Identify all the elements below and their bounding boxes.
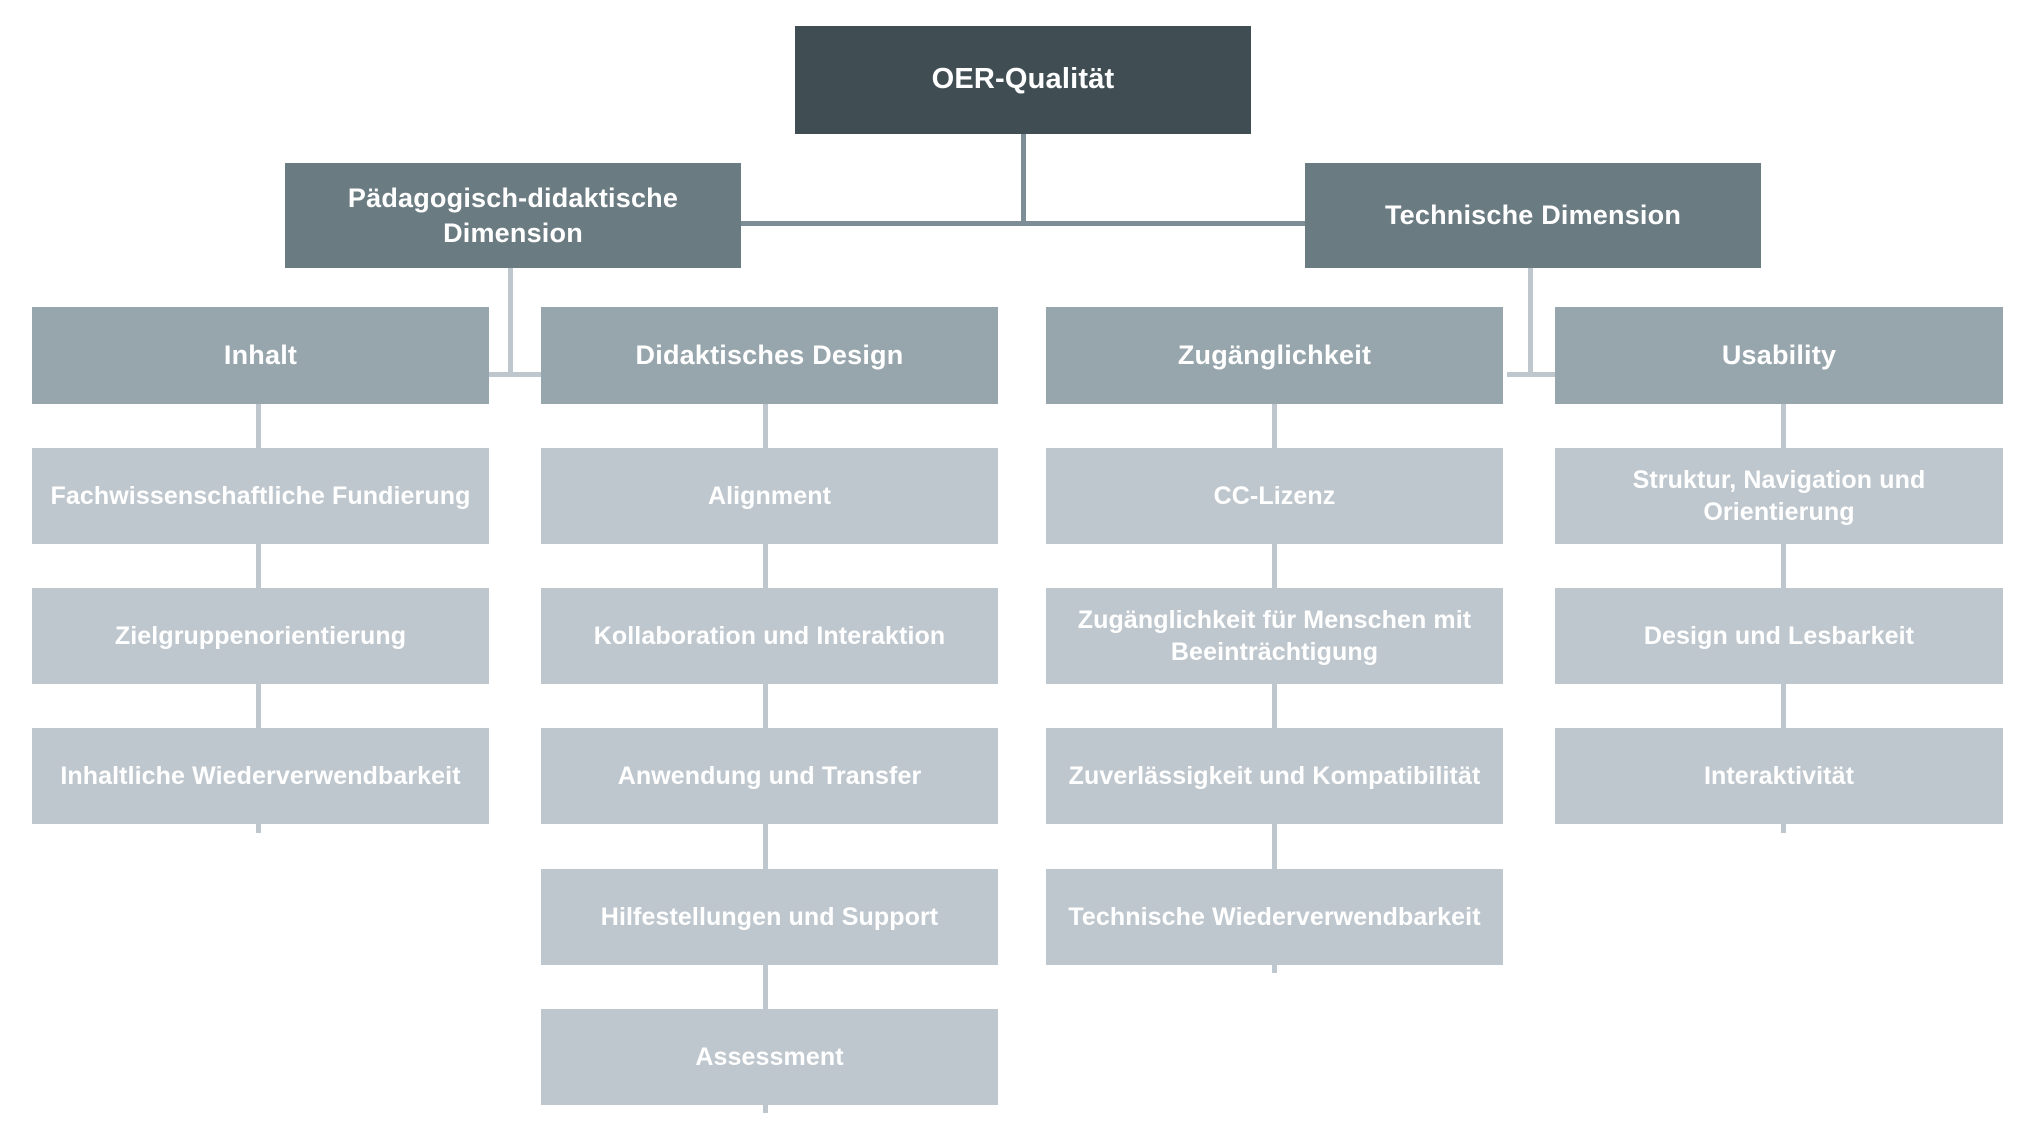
- node-criterion-alignment[interactable]: Alignment: [541, 448, 998, 544]
- connector-col3-spine: [1272, 404, 1277, 973]
- node-label: Anwendung und Transfer: [617, 762, 922, 790]
- node-criterion-inhaltliche-wiederverwendbarkeit[interactable]: Inhaltliche Wiederverwendbarkeit: [32, 728, 489, 824]
- node-label: Technische Dimension: [1384, 200, 1682, 231]
- node-criterion-fachwissenschaftliche-fundierung[interactable]: Fachwissenschaftliche Fundierung: [32, 448, 489, 544]
- node-label: Zielgruppenorientierung: [114, 622, 407, 650]
- node-criterion-interaktivitaet[interactable]: Interaktivität: [1555, 728, 2003, 824]
- node-criterion-cc-lizenz[interactable]: CC-Lizenz: [1046, 448, 1503, 544]
- node-label: Zugänglichkeit für Menschen mit Beeinträ…: [1077, 606, 1472, 666]
- node-dimension-paedagogisch-didaktisch[interactable]: Pädagogisch-didaktische Dimension: [285, 163, 741, 268]
- node-label: OER-Qualität: [931, 63, 1115, 96]
- node-label: Hilfestellungen und Support: [600, 903, 939, 931]
- connector-paed-category-bus: [489, 372, 546, 377]
- connector-tech-category-bus: [1507, 372, 1564, 377]
- node-label: Zuverlässigkeit und Kompatibilität: [1068, 762, 1481, 790]
- node-category-zugaenglichkeit[interactable]: Zugänglichkeit: [1046, 307, 1503, 404]
- node-label: Didaktisches Design: [635, 340, 904, 371]
- node-label: Inhaltliche Wiederverwendbarkeit: [60, 762, 461, 790]
- node-label: Alignment: [707, 482, 832, 510]
- connector-tech-vertical: [1528, 268, 1533, 376]
- node-root-oer-qualitaet[interactable]: OER-Qualität: [795, 26, 1251, 134]
- node-criterion-hilfestellungen-und-support[interactable]: Hilfestellungen und Support: [541, 869, 998, 965]
- node-label: Struktur, Navigation und Orientierung: [1632, 466, 1926, 526]
- node-label: Kollaboration und Interaktion: [593, 622, 946, 650]
- node-criterion-design-und-lesbarkeit[interactable]: Design und Lesbarkeit: [1555, 588, 2003, 684]
- node-category-usability[interactable]: Usability: [1555, 307, 2003, 404]
- node-label: Technische Wiederverwendbarkeit: [1068, 903, 1481, 931]
- node-criterion-zugaenglichkeit-fuer-menschen-mit-beeintraechtigung[interactable]: Zugänglichkeit für Menschen mit Beeinträ…: [1046, 588, 1503, 684]
- node-label: Assessment: [695, 1043, 844, 1071]
- node-label: CC-Lizenz: [1213, 482, 1336, 510]
- node-criterion-zuverlaessigkeit-und-kompatibilitaet[interactable]: Zuverlässigkeit und Kompatibilität: [1046, 728, 1503, 824]
- node-dimension-technisch[interactable]: Technische Dimension: [1305, 163, 1761, 268]
- node-label: Design und Lesbarkeit: [1643, 622, 1915, 650]
- node-category-inhalt[interactable]: Inhalt: [32, 307, 489, 404]
- node-label: Interaktivität: [1703, 762, 1855, 790]
- connector-paed-vertical: [508, 268, 513, 376]
- node-category-didaktisches-design[interactable]: Didaktisches Design: [541, 307, 998, 404]
- node-label: Inhalt: [223, 340, 298, 371]
- node-label: Zugänglichkeit: [1177, 340, 1372, 371]
- node-criterion-anwendung-und-transfer[interactable]: Anwendung und Transfer: [541, 728, 998, 824]
- connector-root-vertical: [1021, 134, 1026, 223]
- node-criterion-struktur-navigation-und-orientierung[interactable]: Struktur, Navigation und Orientierung: [1555, 448, 2003, 544]
- node-label: Usability: [1721, 340, 1837, 371]
- node-criterion-kollaboration-und-interaktion[interactable]: Kollaboration und Interaktion: [541, 588, 998, 684]
- node-criterion-zielgruppenorientierung[interactable]: Zielgruppenorientierung: [32, 588, 489, 684]
- node-criterion-technische-wiederverwendbarkeit[interactable]: Technische Wiederverwendbarkeit: [1046, 869, 1503, 965]
- connector-dimension-bus: [736, 221, 1311, 226]
- node-label: Pädagogisch-didaktische Dimension: [347, 182, 679, 248]
- node-criterion-assessment[interactable]: Assessment: [541, 1009, 998, 1105]
- node-label: Fachwissenschaftliche Fundierung: [50, 482, 471, 510]
